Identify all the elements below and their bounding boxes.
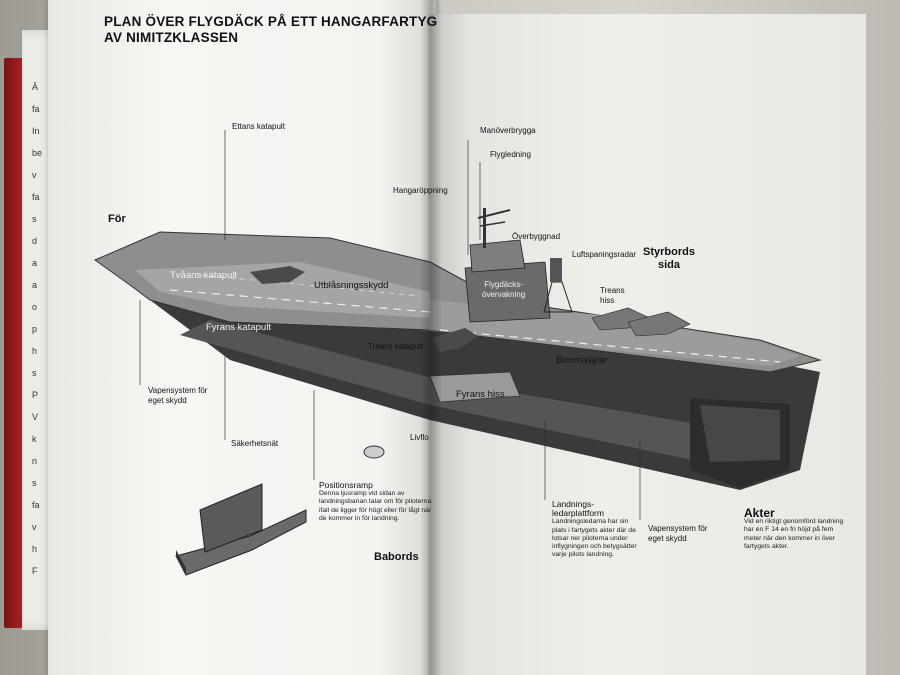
previous-page-text: v bbox=[32, 522, 37, 532]
label-luftspaningsradar: Luftspaningsradar bbox=[572, 250, 637, 259]
label-styrbords-line2: sida bbox=[657, 259, 680, 271]
previous-page-text: h bbox=[32, 544, 38, 554]
aircraft bbox=[250, 266, 305, 284]
mast-arm bbox=[477, 209, 511, 219]
leader-lines bbox=[139, 130, 641, 520]
note-akter-heading: Akter bbox=[744, 506, 775, 520]
label-bromsvajrar: Bromsvajrar bbox=[556, 355, 608, 366]
label-fyrans-hiss: Fyrans hiss bbox=[456, 389, 505, 400]
catapult-track bbox=[199, 274, 421, 297]
label-vapensystem-right-line2: eget skydd bbox=[648, 534, 687, 543]
previous-page-text: s bbox=[32, 214, 37, 224]
ramp-edge bbox=[176, 550, 186, 575]
previous-page-text: s bbox=[32, 478, 37, 488]
previous-page-text: a bbox=[32, 258, 38, 268]
title-line-2: AV NIMITZKLASSEN bbox=[104, 30, 239, 45]
previous-page-text: P bbox=[32, 390, 39, 400]
label-vapensystem-line1: Vapensystem för bbox=[148, 386, 208, 395]
previous-page-text: F bbox=[32, 566, 38, 576]
previous-page-text: s bbox=[32, 368, 37, 378]
previous-page-text: be bbox=[32, 148, 43, 158]
previous-page-text: n bbox=[32, 456, 38, 466]
previous-page-text: In bbox=[32, 126, 40, 136]
label-for: För bbox=[108, 213, 126, 225]
label-flygdacks-line1: Flygdäcks- bbox=[484, 280, 523, 289]
page-title: PLAN ÖVER FLYGDÄCK PÅ ETT HANGARFARTYG A… bbox=[104, 14, 437, 46]
note-landnings-heading-2: ledarplattform bbox=[552, 508, 604, 519]
book-gutter bbox=[420, 0, 442, 675]
label-treans-hiss-line1: Treans bbox=[600, 286, 625, 295]
label-styrbords-line1: Styrbords bbox=[643, 246, 695, 258]
radar-dish bbox=[550, 258, 562, 282]
label-overbyggnad: Överbyggnad bbox=[512, 232, 561, 241]
note-akter: Akter Vid en riktigt genomförd landning … bbox=[744, 506, 846, 551]
label-treans-hiss-line2: hiss bbox=[600, 296, 615, 305]
deck-highlight bbox=[135, 262, 430, 318]
label-treans-katapult: Treans katapult bbox=[368, 342, 423, 351]
label-treans-hiss: Treans hiss bbox=[600, 286, 625, 306]
elevator-four bbox=[429, 371, 521, 403]
previous-page-text: v bbox=[32, 170, 37, 180]
label-vapensystem-right-line1: Vapensystem för bbox=[648, 524, 708, 533]
mast-arm bbox=[479, 221, 506, 227]
previous-page-text: V bbox=[32, 412, 39, 422]
label-styrbords-sida: Styrbords sida bbox=[643, 246, 695, 272]
label-hangaroppning: Hangaröppning bbox=[393, 186, 448, 195]
note-landningsledarplattform: Landnings- ledarplattform Landningsledar… bbox=[552, 500, 644, 559]
previous-page-text: fa bbox=[32, 104, 40, 114]
note-positionsramp: Positionsramp Denna ljusramp vid sidan a… bbox=[319, 481, 437, 523]
island-upper bbox=[469, 239, 526, 273]
note-landnings-body: Landningsledarna har sin plats i fartyge… bbox=[552, 518, 637, 559]
label-vapensystem-left: Vapensystem för eget skydd bbox=[148, 386, 207, 406]
runway-line bbox=[169, 289, 431, 313]
note-akter-body: Vid en riktigt genomförd landning har en… bbox=[744, 518, 844, 550]
mast bbox=[483, 208, 486, 248]
stern-opening bbox=[700, 405, 780, 462]
ramp-panel bbox=[199, 483, 263, 553]
previous-page-text: a bbox=[32, 280, 38, 290]
previous-page-text: k bbox=[32, 434, 37, 444]
label-babords: Babords bbox=[374, 551, 419, 563]
aircraft bbox=[627, 311, 691, 337]
label-manoverbrygga: Manöverbrygga bbox=[480, 126, 536, 135]
previous-page-text: fa bbox=[32, 500, 40, 510]
previous-page-text: h bbox=[32, 346, 38, 356]
previous-page-text: d bbox=[32, 236, 38, 246]
label-vapensystem-right: Vapensystem för eget skydd bbox=[648, 524, 707, 544]
note-positionsramp-body: Denna ljusramp vid sidan av landningsban… bbox=[319, 490, 432, 522]
label-ettans-katapult: Ettans katapult bbox=[232, 122, 285, 131]
previous-page-text: Ä bbox=[32, 82, 39, 92]
previous-page-text: o bbox=[32, 302, 38, 312]
label-vapensystem-line2: eget skydd bbox=[148, 396, 187, 405]
runway-line bbox=[439, 329, 781, 363]
label-fyrans-katapult: Fyrans katapult bbox=[206, 322, 271, 333]
label-flygdacksovervakning: Flygdäcks- övervakning bbox=[482, 280, 525, 300]
label-livflotte: Livflo bbox=[410, 433, 429, 442]
label-utblasningsskydd: Utblåsningsskydd bbox=[314, 280, 389, 291]
previous-page-text: fa bbox=[32, 192, 40, 202]
note-landnings-heading-1: Landnings- bbox=[552, 499, 595, 509]
aircraft bbox=[432, 328, 478, 352]
title-line-1: PLAN ÖVER FLYGDÄCK PÅ ETT HANGARFARTYG bbox=[104, 14, 438, 29]
label-tvaans-katapult: Tvåans katapult bbox=[170, 270, 238, 281]
label-flygdacks-line2: övervakning bbox=[482, 290, 526, 299]
life-raft bbox=[363, 445, 385, 459]
label-sakerhetsnat: Säkerhetsnät bbox=[231, 439, 279, 448]
label-flygledning: Flygledning bbox=[490, 150, 531, 159]
note-positionsramp-heading: Positionsramp bbox=[319, 480, 373, 490]
previous-page-text: p bbox=[32, 324, 38, 334]
